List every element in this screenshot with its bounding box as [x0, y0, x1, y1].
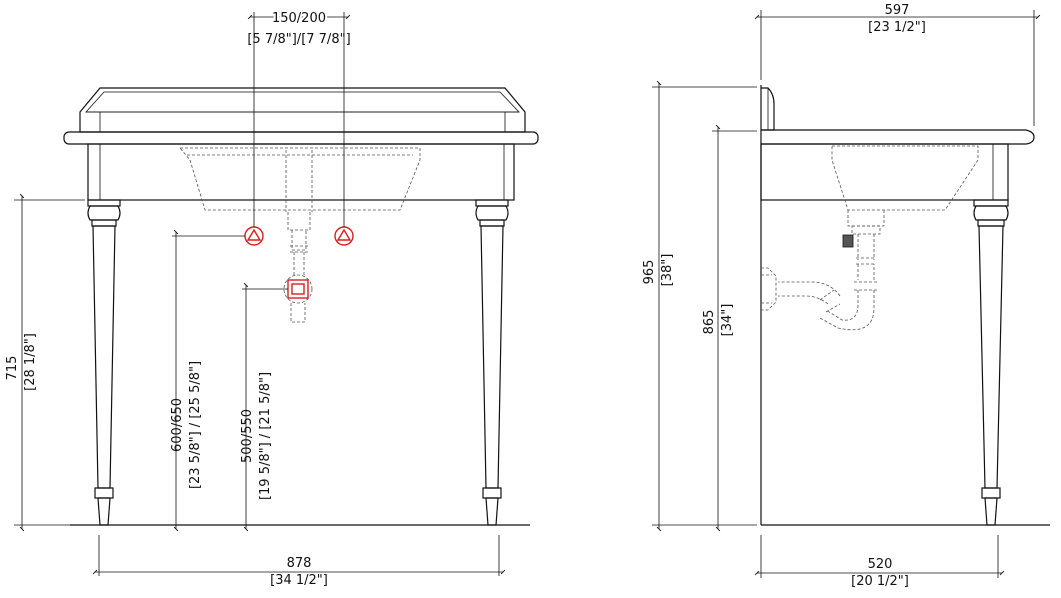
leg-depth-value: 520 [868, 557, 893, 572]
side-valve-knob [842, 234, 854, 248]
side-backsplash [761, 87, 775, 131]
valve-spacing-imperial: [5 7/8"]/[7 7/8"] [247, 32, 350, 47]
overall-depth-value: 597 [885, 3, 910, 18]
total-height-value: 965 [642, 260, 657, 285]
supply-height-dimension: 600/650 [23 5/8"] / [25 5/8"] [170, 229, 245, 532]
leg-depth-dimension: 520 [20 1/2"] [754, 535, 1005, 589]
supply-height-imperial: [23 5/8"] / [25 5/8"] [188, 361, 203, 489]
legs-height-dimension: 715 [28 1/8"] [5, 193, 85, 532]
valve-spacing-dimension: 150/200 [5 7/8"]/[7 7/8"] [247, 9, 351, 227]
rim-height-imperial: [34"] [720, 304, 735, 337]
front-top-slab [63, 131, 539, 145]
waste-outlet-marker [287, 279, 309, 299]
rim-height-dimension: 865 [34"] [702, 124, 757, 532]
side-top-slab [761, 129, 1035, 145]
front-hidden-basin [179, 147, 421, 211]
side-hidden-basin [831, 145, 979, 211]
front-left-leg [87, 199, 121, 526]
legs-height-value: 715 [5, 356, 20, 381]
front-right-leg [475, 199, 509, 526]
rim-height-value: 865 [702, 310, 717, 335]
total-height-dimension: 965 [38"] [642, 80, 757, 532]
valve-spacing-value: 150/200 [272, 11, 326, 26]
waste-height-imperial: [19 5/8"] / [21 5/8"] [258, 372, 273, 500]
side-hidden-trap [761, 225, 881, 331]
waste-height-value: 500/550 [240, 409, 255, 463]
side-apron [760, 143, 1009, 201]
waste-height-dimension: 500/550 [19 5/8"] / [21 5/8"] [240, 282, 288, 532]
overall-depth-dimension: 597 [23 1/2"] [754, 3, 1041, 126]
hot-supply-marker [244, 226, 264, 246]
overall-width-imperial: [34 1/2"] [270, 573, 328, 588]
front-backsplash [79, 87, 526, 133]
total-height-imperial: [38"] [660, 254, 675, 287]
overall-depth-imperial: [23 1/2"] [868, 20, 926, 35]
front-view: 150/200 [5 7/8"]/[7 7/8"] 715 [28 1/8"] … [5, 9, 539, 588]
side-leg [973, 199, 1009, 526]
overall-width-value: 878 [287, 556, 312, 571]
leg-depth-imperial: [20 1/2"] [851, 574, 909, 589]
side-view: 597 [23 1/2"] 965 [38"] 865 [34"] 520 [2… [642, 3, 1050, 589]
legs-height-imperial: [28 1/8"] [23, 333, 38, 391]
overall-width-dimension: 878 [34 1/2"] [92, 535, 506, 588]
cold-supply-marker [334, 226, 354, 246]
front-apron [87, 143, 515, 201]
supply-height-value: 600/650 [170, 398, 185, 452]
